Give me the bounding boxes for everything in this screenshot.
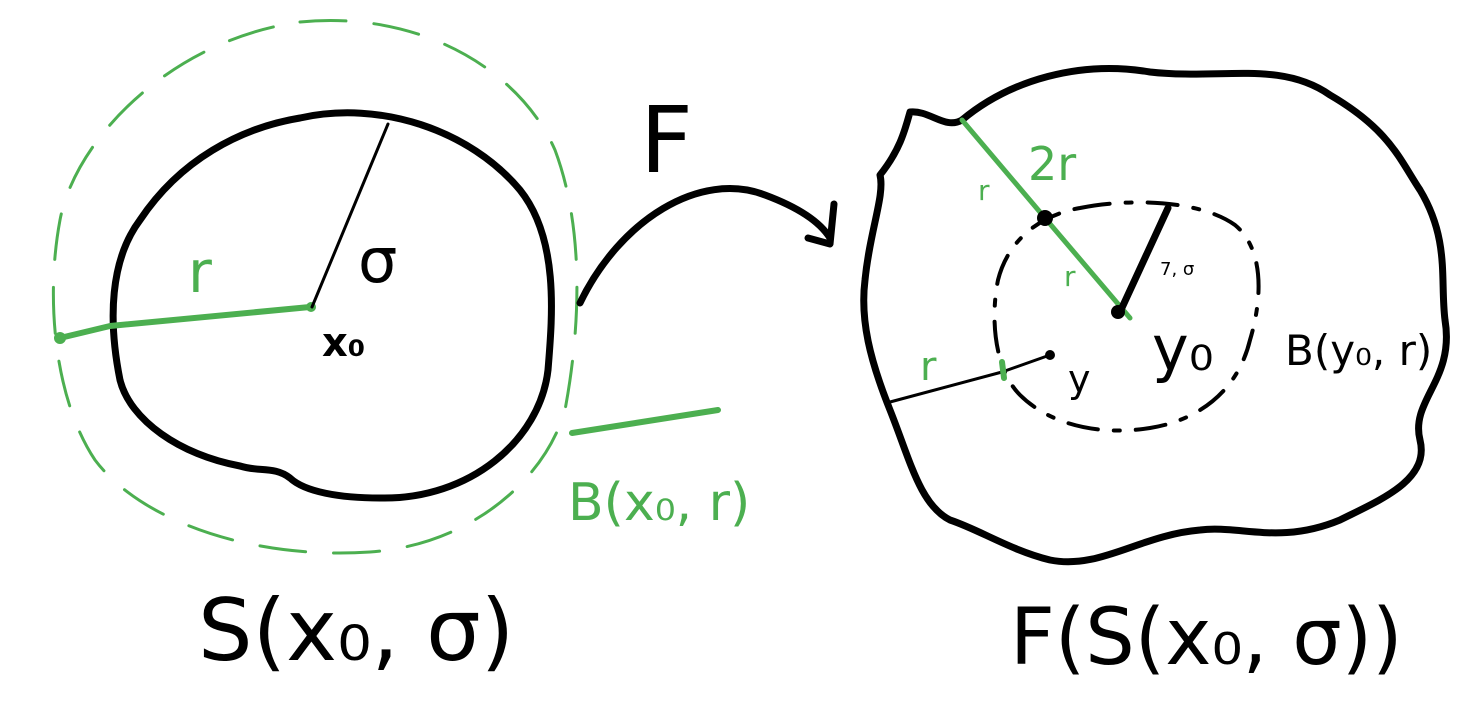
- map-f-arrowhead: [804, 200, 838, 248]
- ball-y0-boundary: [992, 200, 1261, 433]
- point-y-dot: [1045, 350, 1055, 360]
- ball-x0-label: B(x₀, r): [568, 473, 750, 533]
- ball-x0-boundary: [51, 19, 579, 555]
- radius-r-left-label: r: [920, 344, 937, 390]
- point-y-label: y: [1068, 357, 1091, 401]
- radius-r-y-green-tick: [999, 359, 1007, 381]
- radius-sigma-y0-line: [1116, 204, 1172, 316]
- radius-r-small-label-2: r: [1064, 260, 1076, 293]
- radius-r-endpoint: [54, 332, 66, 344]
- radius-2r-label: 2r: [1028, 137, 1076, 191]
- set-s-boundary: [109, 109, 555, 502]
- center-x0-label: x₀: [322, 320, 365, 366]
- map-f-label: F: [640, 87, 693, 194]
- ball-y0-label: B(y₀, r): [1285, 326, 1432, 375]
- ball-label-underline: [569, 407, 721, 436]
- radius-r-label: r: [188, 238, 212, 306]
- radius-r-small-label-1: r: [978, 174, 990, 207]
- image-label: F(S(x₀, σ)): [1010, 593, 1403, 683]
- ball-y0-edge-dot: [1037, 210, 1053, 226]
- sigma-label: σ: [358, 224, 397, 297]
- sigma-annotation: 7, σ: [1160, 259, 1194, 280]
- set-s-label: S(x₀, σ): [198, 581, 514, 681]
- center-y0-label: y₀: [1152, 312, 1214, 385]
- center-y0-dot: [1111, 305, 1125, 319]
- radius-sigma-line: [310, 122, 390, 309]
- radius-r-line: [57, 304, 313, 341]
- map-f-arrow: [576, 185, 834, 307]
- image-region-boundary: [860, 65, 1450, 566]
- radius-r-y-line: [888, 353, 1052, 404]
